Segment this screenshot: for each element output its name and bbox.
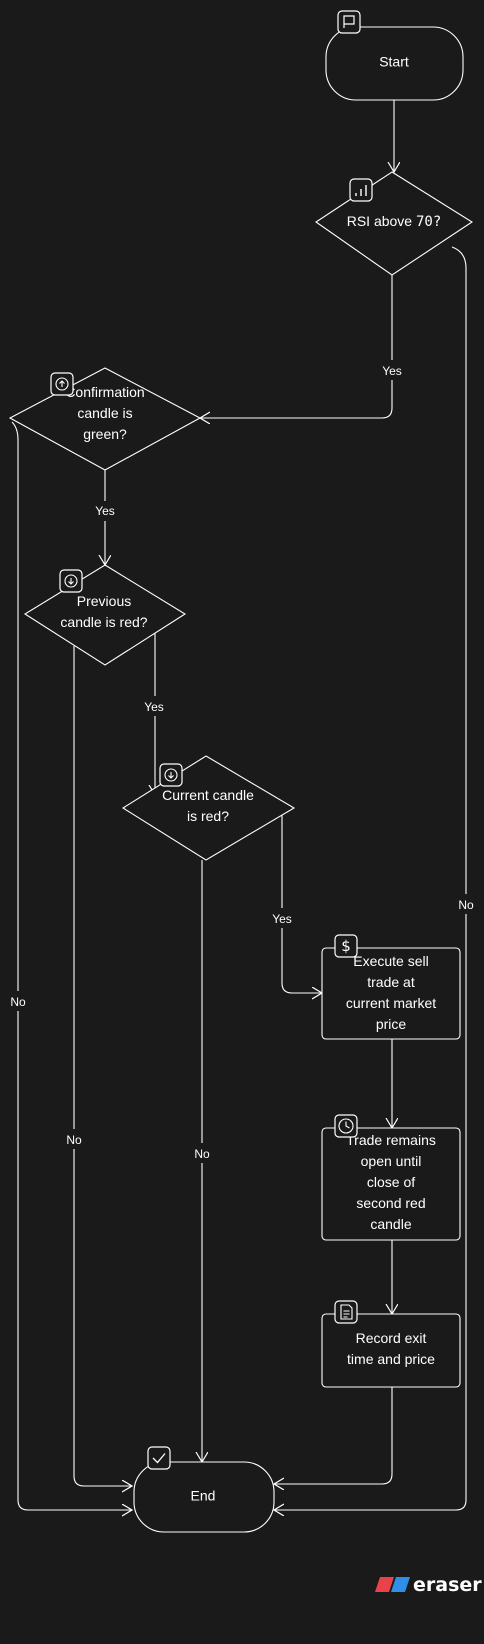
edge-label-previous-no: No [61, 1129, 87, 1149]
logo-blue-shape [391, 1577, 410, 1592]
svg-text:No: No [66, 1133, 82, 1147]
svg-text:$: $ [341, 937, 351, 955]
arrow-down-circle-icon [59, 569, 83, 593]
execute-line-4: price [376, 1016, 407, 1032]
svg-text:Yes: Yes [95, 504, 115, 518]
rsi-decision[interactable]: RSI above 70? [315, 171, 474, 276]
edge-current-yes-execute [281, 813, 322, 993]
svg-text:Yes: Yes [144, 700, 164, 714]
current-decision[interactable]: Current candle is red? [121, 755, 296, 861]
brand-name: eraser [413, 1574, 482, 1596]
eraser-logo[interactable]: eraser [375, 1574, 482, 1596]
document-icon [334, 1300, 358, 1324]
trade-remains-node[interactable]: Trade remains open until close of second… [321, 1114, 461, 1241]
confirmation-decision[interactable]: Confirmation candle is green? [8, 367, 202, 471]
edge-label-confirm-yes: Yes [90, 501, 120, 521]
edge-rsi-yes-confirm [200, 275, 393, 418]
execute-sell-node[interactable]: Execute sell trade at current market pri… [321, 934, 461, 1040]
remains-line-4: second red [356, 1195, 425, 1211]
remains-line-3: close of [367, 1174, 415, 1190]
edge-record-end [274, 1387, 393, 1484]
start-label: Start [379, 54, 409, 70]
confirmation-line-3: green? [83, 426, 127, 442]
previous-line-1: Previous [77, 593, 131, 609]
previous-line-2: candle is red? [60, 614, 147, 630]
current-line-1: Current candle [162, 787, 254, 803]
execute-line-1: Execute sell [353, 953, 428, 969]
end-label: End [191, 1488, 216, 1504]
svg-text:Yes: Yes [272, 912, 292, 926]
flag-icon [337, 10, 361, 34]
execute-line-3: current market [346, 995, 436, 1011]
remains-line-2: open until [361, 1153, 422, 1169]
remains-line-5: candle [370, 1216, 411, 1232]
record-line-2: time and price [347, 1351, 435, 1367]
edge-label-rsi-no: No [453, 894, 479, 914]
remains-line-1: Trade remains [346, 1132, 436, 1148]
record-exit-node[interactable]: Record exit time and price [321, 1300, 461, 1388]
logo-red-shape [375, 1577, 394, 1592]
svg-text:No: No [194, 1147, 210, 1161]
svg-text:No: No [458, 898, 474, 912]
edge-previous-no-end [73, 646, 132, 1486]
arrow-down-circle-icon [159, 763, 183, 787]
edge-confirm-no-end [11, 421, 132, 1510]
edge-label-current-yes: Yes [267, 908, 297, 928]
bar-chart-icon [349, 178, 373, 202]
current-line-2: is red? [187, 808, 229, 824]
end-node[interactable]: End [133, 1446, 275, 1533]
execute-line-2: trade at [367, 974, 415, 990]
edge-label-confirm-no: No [5, 991, 31, 1011]
arrow-up-circle-icon [50, 372, 74, 396]
start-node[interactable]: Start [325, 10, 464, 101]
edge-label-rsi-yes: Yes [377, 360, 407, 380]
dollar-icon: $ [334, 934, 358, 958]
svg-text:Yes: Yes [382, 364, 402, 378]
confirmation-line-1: Confirmation [65, 384, 144, 400]
edge-label-previous-yes: Yes [139, 696, 169, 716]
edge-rsi-no-end [274, 246, 467, 1510]
edge-label-current-no: No [189, 1143, 215, 1163]
check-icon [147, 1446, 171, 1470]
confirmation-line-2: candle is [77, 405, 132, 421]
svg-text:No: No [10, 995, 26, 1009]
previous-decision[interactable]: Previous candle is red? [23, 564, 187, 666]
record-line-1: Record exit [356, 1330, 427, 1346]
rsi-label: RSI above 70? [347, 213, 442, 230]
clock-icon [334, 1114, 358, 1138]
